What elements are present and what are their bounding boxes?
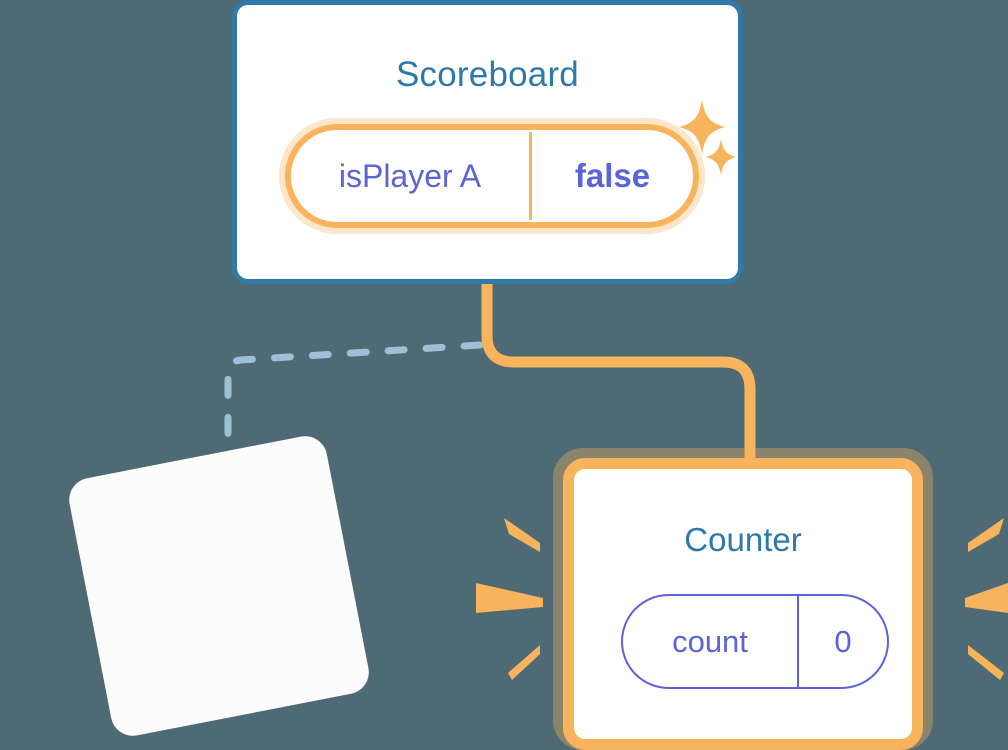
connector-scoreboard-to-blank-card: [224, 341, 484, 484]
scoreboard-state-pill[interactable]: isPlayer A false: [279, 118, 705, 234]
ray-right-bottom: [968, 645, 1004, 680]
counter-pill-divider: [797, 596, 799, 687]
card-counter[interactable]: Counter count 0: [563, 458, 923, 750]
counter-state-pill[interactable]: count 0: [621, 594, 889, 689]
counter-state-key: count: [672, 623, 748, 659]
scoreboard-state-value: false: [574, 157, 651, 194]
scoreboard-state-key: isPlayer A: [338, 157, 482, 194]
ray-right-top: [968, 518, 1004, 552]
ray-left-bottom: [508, 645, 540, 680]
ray-right-mid: [965, 583, 1008, 613]
scoreboard-pill-divider: [529, 132, 532, 220]
counter-title: Counter: [684, 521, 802, 558]
scoreboard-title: Scoreboard: [396, 55, 579, 94]
scoreboard-pill-body[interactable]: isPlayer A false: [285, 124, 699, 228]
counter-state-value: 0: [834, 623, 852, 659]
sparkle-small-icon: [706, 139, 736, 175]
connector-scoreboard-to-counter: [481, 283, 756, 462]
card-scoreboard[interactable]: Scoreboard isPlayer A false: [232, 0, 743, 284]
ray-left-top: [504, 518, 540, 552]
ray-left-mid: [476, 583, 543, 613]
sparkle-large-icon: [679, 100, 725, 154]
